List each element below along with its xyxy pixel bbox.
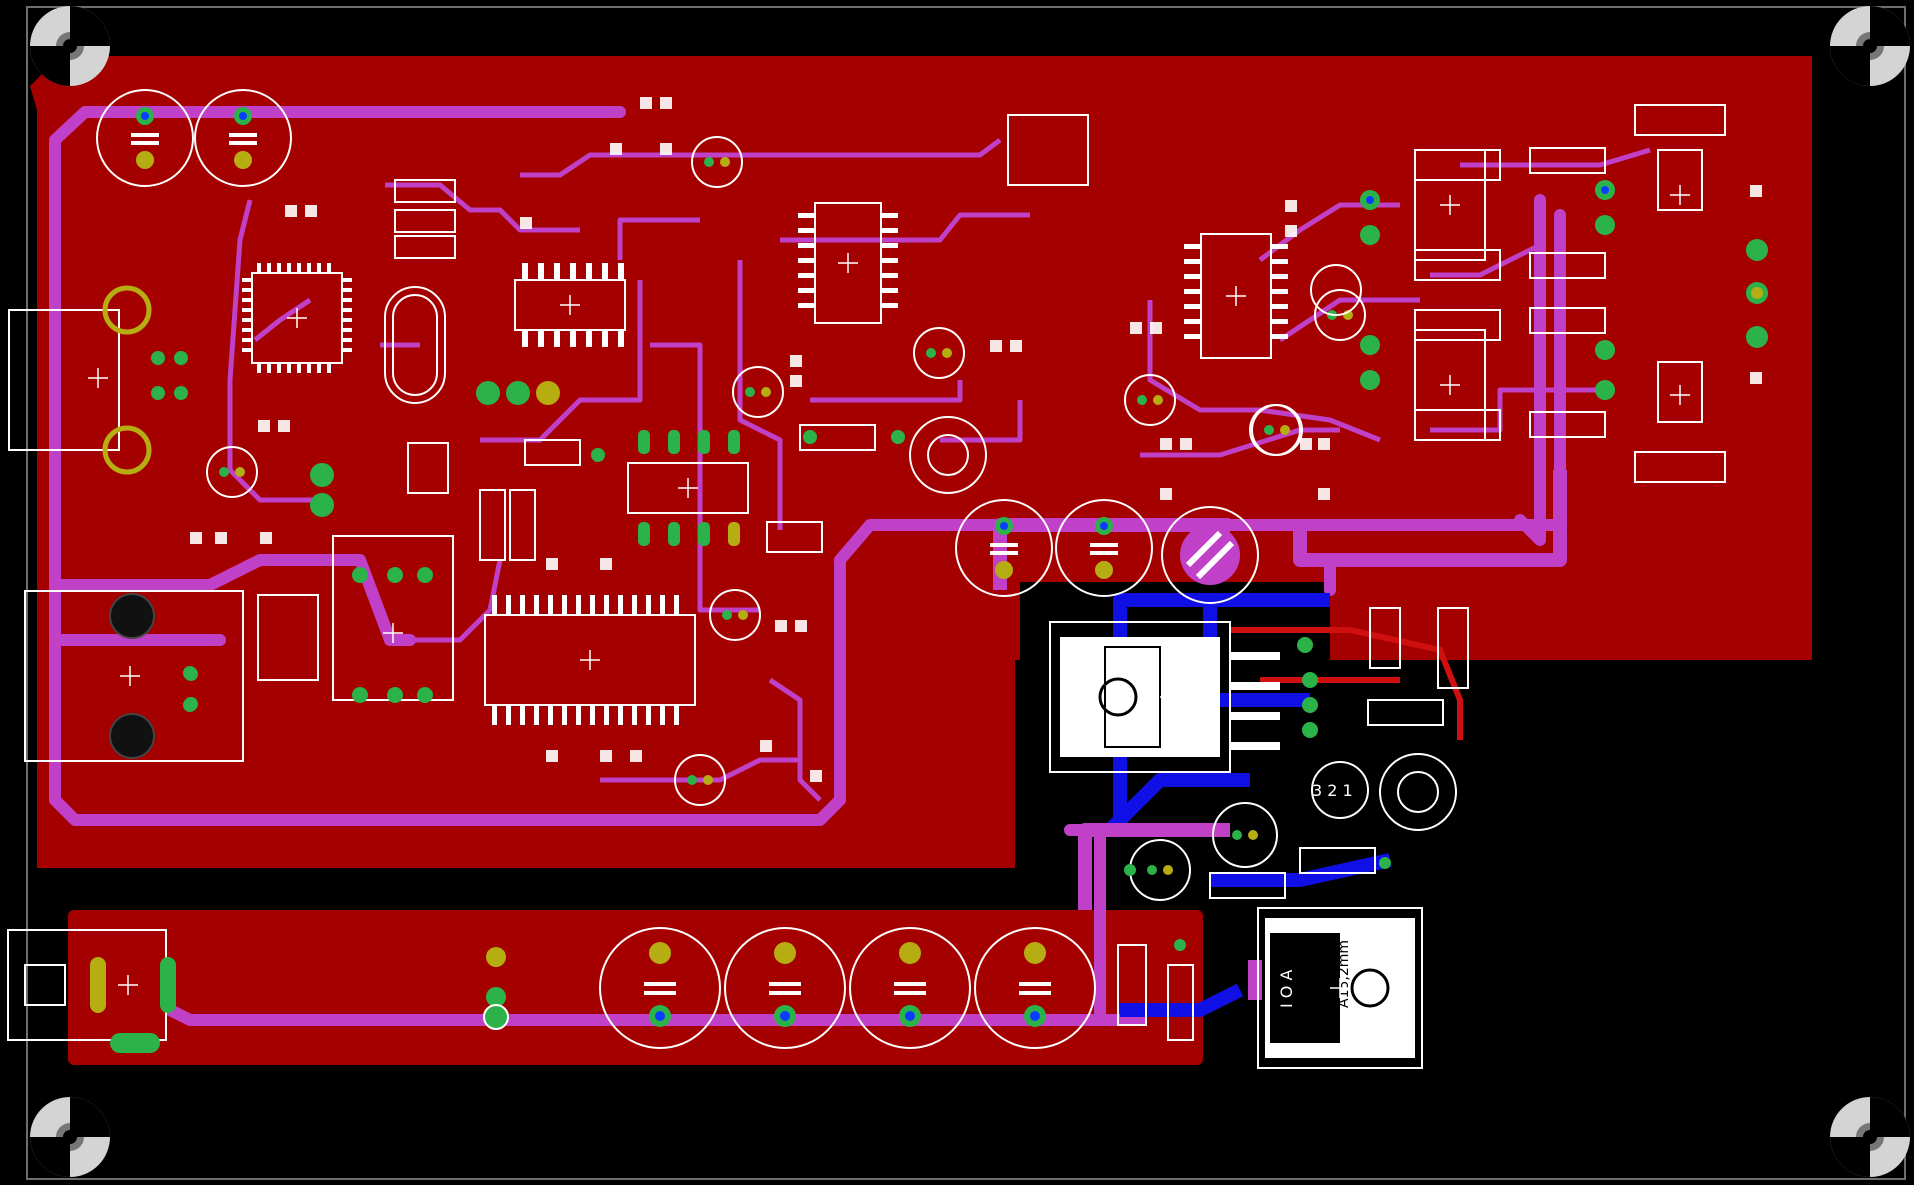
capacitor-small-4 [913, 327, 965, 379]
capacitor-small-3 [732, 366, 784, 418]
capacitor-c-top-left-2 [194, 89, 292, 187]
transistor-to92: 3 2 1 [1311, 761, 1369, 819]
component-origin-cross-icon [88, 185, 1690, 998]
capacitor-small-2 [206, 446, 258, 498]
pin-header [476, 381, 560, 405]
capacitor-small-13 [1310, 264, 1362, 316]
mounting-hole-icon [1830, 1097, 1910, 1177]
bottom-red-traces [1230, 627, 1463, 740]
capacitor-c-bottom-1 [599, 927, 721, 1049]
mounting-hole-icon [30, 6, 110, 86]
crystal-oscillator [384, 286, 446, 404]
usb-connector [8, 285, 188, 475]
smd-passives[interactable] [257, 104, 1726, 1041]
mounting-hole-icon [1830, 6, 1910, 86]
regulator-pin-label: I O A [1277, 970, 1296, 1008]
ic-small-soic-left [407, 442, 449, 494]
capacitor-small-12 [1212, 802, 1278, 868]
mounting-hole-icon [30, 1097, 110, 1177]
transistor-pin-label: 3 2 1 [1312, 781, 1353, 800]
big-via-cluster [1161, 506, 1259, 604]
capacitor-small-7 [709, 589, 761, 641]
connectors[interactable] [7, 285, 560, 1053]
mounting-holes [30, 6, 1910, 1177]
ic-small-right-2 [1657, 361, 1703, 423]
ic-soic-right [1184, 233, 1288, 359]
regulator-to220-upper [1049, 621, 1280, 773]
smd-pads [190, 97, 1762, 782]
buzzer-left [909, 416, 987, 494]
board-outline [26, 6, 1906, 1180]
capacitor-c-mid-2 [1055, 499, 1153, 597]
integrated-circuits[interactable] [242, 149, 1703, 725]
terminal-block [24, 590, 244, 762]
electrolytic-capacitors[interactable] [96, 89, 1366, 1049]
capacitor-c-bottom-2 [724, 927, 846, 1049]
ic-soic-14-top [514, 263, 626, 347]
ic-dip-8 [627, 430, 749, 546]
capacitor-c-bottom-3 [849, 927, 971, 1049]
jumper-left [310, 463, 334, 517]
regulator-name-label: A15,2mm [1336, 940, 1352, 1008]
capacitor-small-1 [691, 136, 743, 188]
capacitor-small-5 [1124, 374, 1176, 426]
ic-small-right-1 [1657, 149, 1703, 211]
capacitor-c-top-left-1 [96, 89, 194, 187]
capacitor-c-mid-1 [955, 499, 1053, 597]
capacitor-small-10 [1249, 404, 1301, 456]
vias [183, 180, 1768, 1030]
buzzer [1379, 753, 1457, 831]
ic-soic-28 [484, 595, 696, 725]
capacitor-small-8 [674, 754, 726, 806]
ic-soic-center [798, 202, 898, 324]
ic-qfp-left [242, 263, 352, 373]
dc-jack-connector [7, 929, 176, 1053]
capacitor-c-bottom-4 [974, 927, 1096, 1049]
